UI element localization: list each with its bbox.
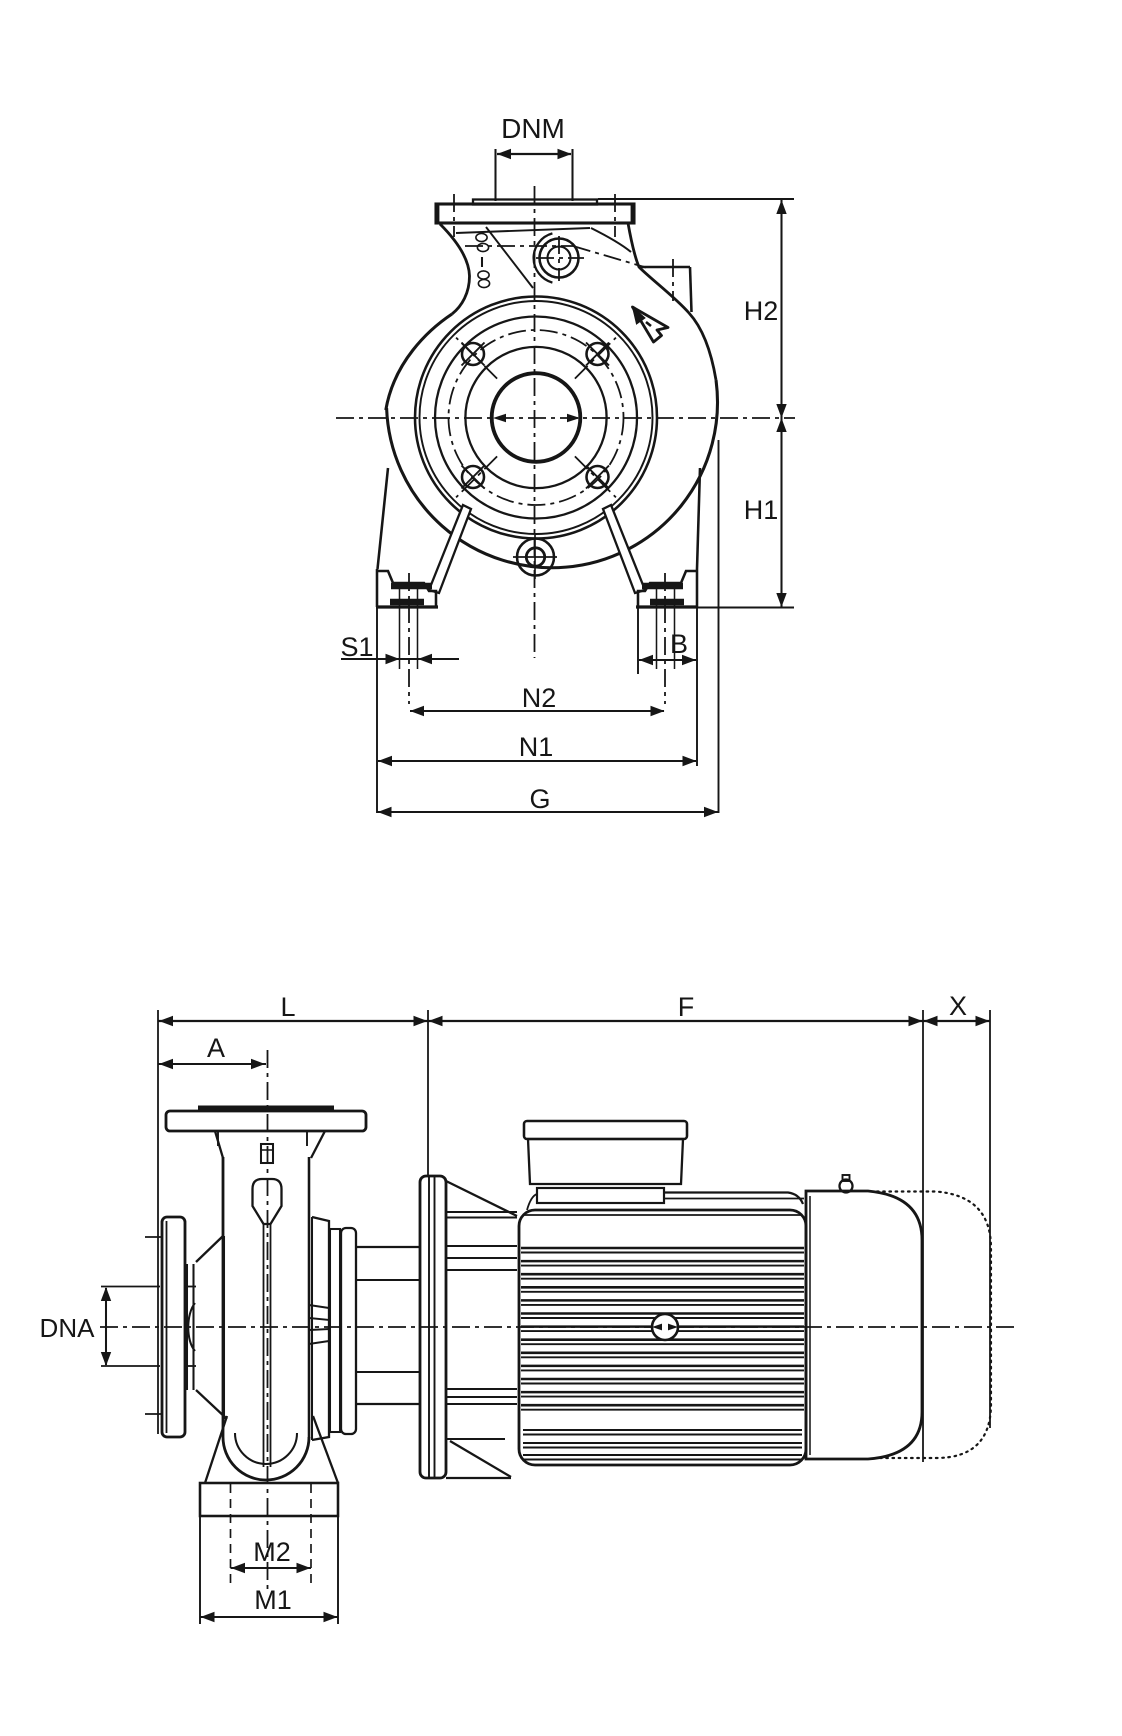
svg-text:B: B	[670, 629, 688, 659]
svg-text:S1: S1	[340, 632, 373, 662]
svg-text:H2: H2	[744, 296, 779, 326]
svg-text:L: L	[280, 992, 295, 1022]
svg-text:N1: N1	[519, 732, 554, 762]
svg-text:M2: M2	[253, 1537, 291, 1567]
svg-text:N2: N2	[522, 683, 557, 713]
svg-text:G: G	[529, 784, 550, 814]
svg-text:H1: H1	[744, 495, 779, 525]
svg-text:DNM: DNM	[501, 113, 565, 144]
svg-text:X: X	[949, 991, 967, 1021]
svg-text:DNA: DNA	[40, 1313, 96, 1343]
svg-text:F: F	[678, 992, 695, 1022]
svg-text:A: A	[207, 1033, 225, 1063]
svg-text:M1: M1	[254, 1585, 292, 1615]
